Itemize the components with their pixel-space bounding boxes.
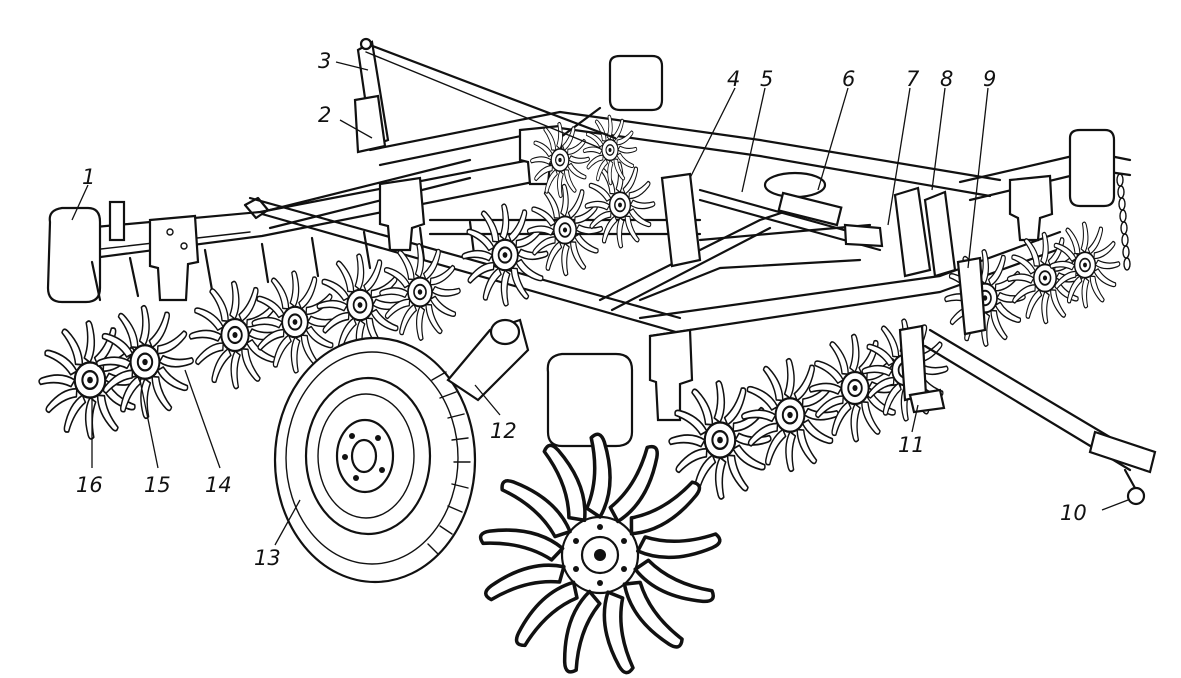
callout-14: 14 bbox=[205, 473, 232, 497]
chain bbox=[1116, 173, 1131, 271]
callout-1: 1 bbox=[82, 165, 95, 189]
center-linkage bbox=[660, 171, 884, 268]
rear-shield bbox=[608, 54, 664, 112]
callout-7: 7 bbox=[906, 67, 920, 91]
callout-5: 5 bbox=[760, 67, 773, 91]
mast bbox=[353, 37, 617, 154]
callout-16: 16 bbox=[76, 473, 103, 497]
callout-10: 10 bbox=[1060, 501, 1087, 525]
callout-11: 11 bbox=[898, 433, 925, 457]
callout-3: 3 bbox=[318, 49, 331, 73]
section-brackets bbox=[148, 124, 1054, 422]
wheel-arm bbox=[446, 318, 530, 402]
callout-15: 15 bbox=[144, 473, 171, 497]
needle-wheels-rear-section bbox=[462, 115, 655, 306]
callout-labels: 1 2 3 4 5 6 7 8 9 10 11 12 13 14 15 16 bbox=[76, 49, 1087, 570]
transport-wheel bbox=[273, 336, 477, 584]
end-shield-right bbox=[1068, 128, 1131, 271]
callout-6: 6 bbox=[842, 67, 855, 91]
callout-13: 13 bbox=[254, 546, 281, 570]
callout-12: 12 bbox=[490, 419, 517, 443]
callout-leaders bbox=[71, 61, 1129, 546]
end-shield-left bbox=[46, 200, 126, 304]
front-shield bbox=[546, 352, 634, 448]
callout-4: 4 bbox=[727, 67, 740, 91]
hitch-brackets bbox=[893, 186, 987, 336]
callout-2: 2 bbox=[318, 103, 331, 127]
callout-9: 9 bbox=[983, 67, 996, 91]
support-leg bbox=[898, 324, 946, 414]
needle-wheel-front-large bbox=[477, 432, 723, 677]
callout-8: 8 bbox=[940, 67, 953, 91]
drawbar bbox=[923, 328, 1157, 506]
cleaner-bars bbox=[90, 220, 476, 302]
